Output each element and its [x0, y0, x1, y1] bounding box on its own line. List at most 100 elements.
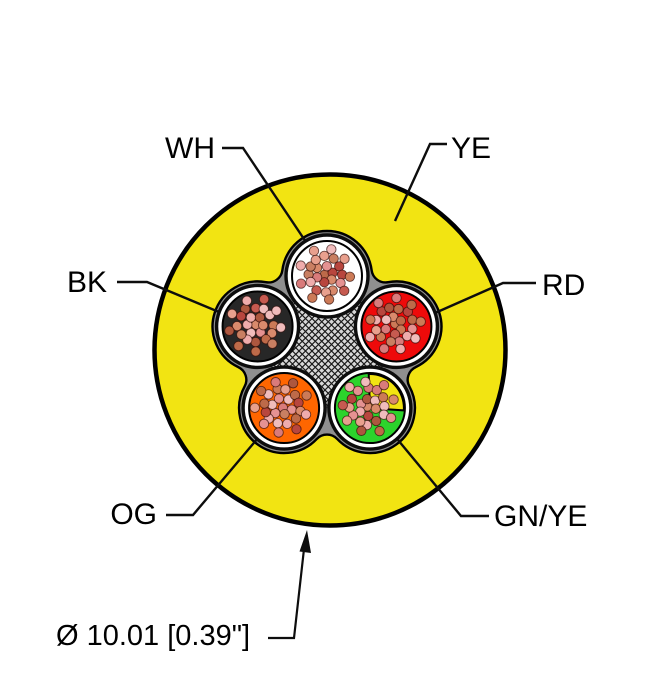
copper-strand: [407, 323, 418, 335]
conductor-wh: [284, 233, 370, 319]
copper-strand: [291, 424, 302, 435]
copper-strand: [378, 392, 389, 403]
conductor-gnye: [327, 365, 413, 451]
dimension-leader-line: [268, 548, 306, 640]
copper-strand: [339, 253, 350, 264]
copper-strand: [307, 292, 318, 303]
conductor-label-og: OG: [110, 498, 157, 531]
copper-strand: [373, 297, 384, 309]
copper-strand: [364, 332, 376, 343]
copper-strand: [259, 398, 270, 409]
copper-strand: [270, 377, 281, 388]
copper-strand: [308, 245, 320, 257]
copper-strand: [371, 325, 382, 336]
copper-strand: [233, 340, 244, 352]
leader-gnye: [397, 439, 489, 518]
leader-bk: [117, 280, 220, 314]
copper-strand: [410, 333, 421, 344]
copper-strand: [250, 346, 261, 357]
copper-strand: [370, 403, 381, 414]
conductor-label-wh: WH: [165, 132, 215, 165]
conductor-bk: [214, 283, 301, 370]
copper-strand: [245, 312, 257, 323]
copper-strand: [249, 402, 260, 413]
copper-strand: [388, 394, 399, 405]
conductor-label-bk: BK: [66, 266, 107, 299]
copper-strand: [356, 425, 367, 436]
copper-strand: [231, 321, 243, 332]
copper-strand: [395, 315, 407, 326]
copper-strand: [379, 401, 390, 412]
copper-strand: [391, 292, 402, 304]
copper-strand: [287, 378, 299, 389]
leader-rd: [434, 281, 536, 315]
copper-strand: [260, 407, 271, 418]
copper-strand: [378, 380, 390, 391]
conductor-rd: [353, 283, 440, 370]
copper-strand: [406, 299, 417, 310]
copper-strand: [395, 343, 406, 355]
copper-strand: [280, 384, 291, 395]
copper-strand: [224, 325, 235, 336]
copper-strand: [290, 413, 302, 424]
copper-strand: [273, 393, 285, 404]
copper-strand: [257, 320, 269, 331]
copper-strand: [258, 418, 270, 429]
copper-strand: [385, 336, 396, 347]
copper-strand: [384, 302, 395, 313]
copper-strand: [381, 314, 392, 325]
copper-strand: [326, 244, 337, 255]
copper-strand: [344, 381, 355, 393]
leader-og: [166, 437, 259, 517]
copper-strand: [319, 277, 330, 288]
copper-strand: [344, 271, 356, 282]
copper-strand: [379, 343, 390, 354]
copper-strand: [415, 316, 426, 327]
copper-strand: [319, 250, 330, 262]
diameter-dimension-label: Ø 10.01 [0.39"]: [56, 620, 251, 652]
leader-ye: [393, 142, 447, 222]
copper-strand: [279, 408, 290, 420]
copper-strand: [235, 311, 247, 322]
copper-strand: [267, 338, 278, 349]
copper-strand: [337, 400, 348, 411]
copper-strand: [374, 425, 385, 437]
copper-strand: [256, 385, 267, 397]
dimension-arrowhead: [299, 530, 311, 553]
copper-strand: [385, 412, 397, 424]
copper-strand: [282, 418, 293, 430]
copper-strand: [346, 393, 357, 405]
copper-strand: [323, 294, 335, 305]
copper-strand: [236, 329, 247, 340]
copper-strand: [258, 294, 270, 305]
copper-strand: [271, 305, 282, 316]
jacket-label-ye: YE: [451, 132, 492, 165]
conductor-og: [241, 365, 327, 451]
copper-strand: [310, 254, 321, 266]
copper-strand: [365, 314, 376, 325]
copper-strand: [300, 409, 312, 420]
copper-strand: [273, 427, 284, 438]
leader-wh: [222, 146, 307, 243]
copper-strand: [341, 415, 353, 426]
copper-strand: [321, 261, 333, 272]
copper-strand: [301, 390, 312, 401]
copper-strand: [339, 285, 350, 296]
copper-strand: [226, 308, 238, 320]
copper-strand: [393, 303, 404, 315]
copper-strand: [275, 322, 287, 333]
conductor-label-gnye: GN/YE: [494, 500, 588, 533]
copper-strand: [352, 385, 364, 397]
copper-strand: [241, 295, 253, 306]
dimension-leader: [268, 530, 311, 640]
copper-strand: [272, 418, 283, 429]
copper-strand: [360, 376, 371, 388]
copper-strand: [407, 314, 418, 325]
copper-strand: [295, 260, 306, 271]
conductor-label-rd: RD: [542, 269, 586, 302]
copper-strand: [371, 415, 382, 427]
copper-strand: [295, 278, 307, 289]
copper-strand: [371, 384, 382, 396]
